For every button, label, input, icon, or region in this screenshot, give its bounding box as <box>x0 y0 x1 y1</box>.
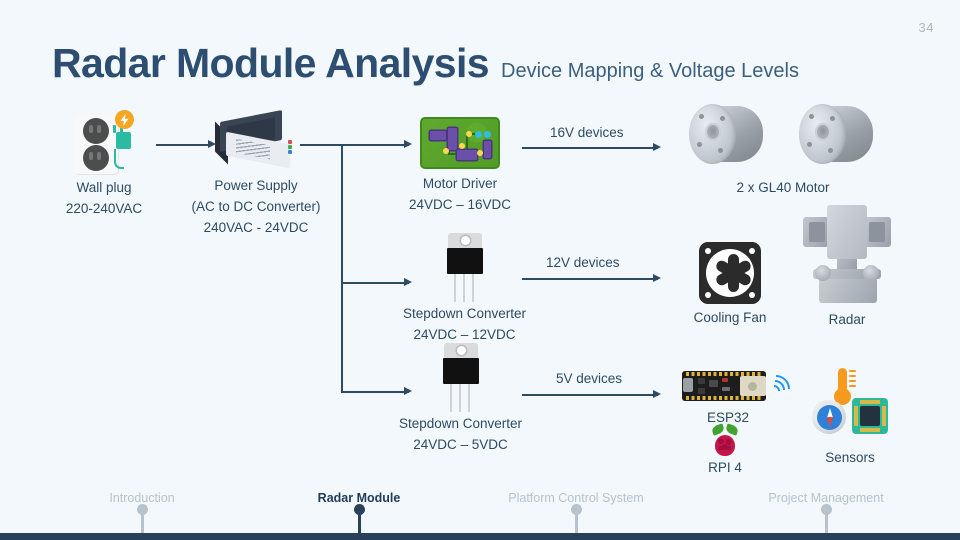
arrow-label-5v: 5V devices <box>556 371 623 386</box>
nav-label-project-management: Project Management <box>768 491 884 505</box>
node-stepdown-12v[interactable]: Stepdown Converter 24VDC – 12VDC <box>392 232 537 346</box>
nav-dot-introduction <box>136 504 148 515</box>
title-subtitle: Device Mapping & Voltage Levels <box>501 60 799 82</box>
to220-regulator-icon <box>388 342 533 414</box>
gl40-motor-icon <box>689 100 767 170</box>
arrow-head-12v <box>653 274 661 282</box>
nav-stem-project-management <box>824 511 828 533</box>
page-title: Radar Module Analysis Device Mapping & V… <box>52 40 799 87</box>
node-gl40-motors[interactable]: 2 x GL40 Motor <box>668 100 898 199</box>
nav-stem-introduction <box>140 511 144 533</box>
node-rpi4[interactable]: RPI 4 <box>692 422 758 479</box>
motor-driver-label: Motor Driver 24VDC – 16VDC <box>408 176 512 212</box>
node-radar[interactable]: Radar <box>800 202 894 331</box>
raspberry-pi-icon <box>692 422 758 458</box>
connector-plug-to-psu <box>156 144 210 146</box>
chip-sensor-icon <box>852 398 888 434</box>
arrow-label-16v: 16V devices <box>550 125 624 140</box>
nav-dot-project-management <box>820 504 832 515</box>
node-wall-plug[interactable]: Wall plug 220-240VAC <box>52 108 156 220</box>
connector-12v <box>522 278 658 280</box>
arrow-head-plug-psu <box>208 140 216 148</box>
title-main: Radar Module Analysis <box>52 40 490 86</box>
node-sensors[interactable]: Sensors <box>806 366 894 465</box>
rpi4-label: RPI 4 <box>708 460 742 475</box>
nav-label-platform-control-system: Platform Control System <box>508 491 644 505</box>
connector-bus-to-stepdown5 <box>341 391 409 393</box>
connector-psu-to-bus <box>300 144 342 146</box>
connector-bus-to-motordriver <box>341 144 409 146</box>
nav-stem-platform-control-system <box>574 511 578 533</box>
arrow-head-stepdown12 <box>404 278 412 286</box>
nav-dot-platform-control-system <box>570 504 582 515</box>
bolt-icon <box>115 110 134 129</box>
node-esp32[interactable]: ESP32 <box>676 366 796 431</box>
sensors-label: Sensors <box>825 450 875 465</box>
footer-bar <box>0 533 960 540</box>
to220-regulator-icon <box>392 232 537 304</box>
stepdown-5v-label: Stepdown Converter 24VDC – 5VDC <box>398 416 523 452</box>
sensors-icon <box>806 366 894 444</box>
nav-item-introduction[interactable]: Introduction <box>82 491 202 533</box>
pcb-icon <box>392 112 528 174</box>
wall-plug-icon <box>52 108 156 178</box>
arrow-label-12v: 12V devices <box>546 255 620 270</box>
nav-item-radar-module[interactable]: Radar Module <box>299 491 419 533</box>
nav-item-platform-control-system[interactable]: Platform Control System <box>497 491 655 533</box>
radar-unit-icon <box>800 202 894 310</box>
compass-icon <box>812 400 846 434</box>
connector-16v <box>522 147 658 149</box>
wall-plug-label: Wall plug 220-240VAC <box>65 180 143 216</box>
esp32-board-icon <box>676 366 796 410</box>
arrow-head-stepdown5 <box>404 387 412 395</box>
stepdown-12v-label: Stepdown Converter 24VDC – 12VDC <box>402 306 527 342</box>
nav-label-introduction: Introduction <box>109 491 175 505</box>
gl40-motors-label: 2 x GL40 Motor <box>736 180 830 195</box>
node-power-supply[interactable]: Power Supply (AC to DC Converter) 240VAC… <box>188 109 324 239</box>
nav-dot-radar-module <box>353 504 365 515</box>
node-stepdown-5v[interactable]: Stepdown Converter 24VDC – 5VDC <box>388 342 533 456</box>
gl40-motor-icon <box>799 100 877 170</box>
connector-vertical-bus <box>341 144 343 392</box>
node-cooling-fan[interactable]: Cooling Fan <box>672 238 788 329</box>
esp32-label: ESP32 <box>706 410 750 425</box>
node-motor-driver[interactable]: Motor Driver 24VDC – 16VDC <box>392 112 528 216</box>
page-number: 34 <box>918 20 934 35</box>
nav-item-project-management[interactable]: Project Management <box>762 491 890 533</box>
power-supply-label: Power Supply (AC to DC Converter) 240VAC… <box>191 178 321 235</box>
thermometer-icon <box>834 368 856 408</box>
nav-stem-radar-module <box>357 511 361 533</box>
arrow-head-16v <box>653 143 661 151</box>
nav-label-radar-module: Radar Module <box>317 491 401 505</box>
cooling-fan-icon <box>672 238 788 308</box>
connector-bus-to-stepdown12 <box>341 282 409 284</box>
cooling-fan-label: Cooling Fan <box>693 310 767 325</box>
power-supply-icon <box>188 109 324 176</box>
radar-label: Radar <box>828 312 866 327</box>
arrow-head-5v <box>653 390 661 398</box>
arrow-head-motordriver <box>404 140 412 148</box>
connector-5v <box>522 394 658 396</box>
